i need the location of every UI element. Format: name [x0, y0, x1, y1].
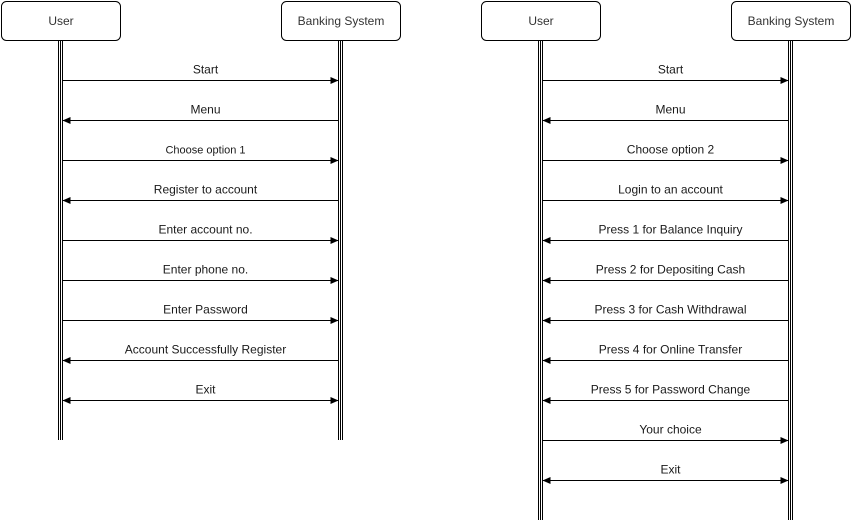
arrowhead-right	[780, 437, 789, 444]
message: Enter Password	[62, 303, 339, 324]
arrowhead-right	[780, 157, 789, 164]
message: Press 2 for Depositing Cash	[542, 263, 789, 284]
message-label: Menu	[655, 103, 685, 117]
message: Menu	[542, 103, 789, 124]
message: Account Successfully Register	[62, 343, 339, 364]
message-label: Press 3 for Cash Withdrawal	[594, 303, 746, 317]
arrowhead-right	[780, 197, 789, 204]
message-label: Press 1 for Balance Inquiry	[598, 223, 742, 237]
message: Your choice	[542, 423, 789, 444]
arrowhead-left	[542, 277, 551, 284]
message: Press 5 for Password Change	[542, 383, 789, 404]
message: Exit	[542, 463, 789, 484]
arrowhead-left	[542, 117, 551, 124]
arrowhead-left	[542, 357, 551, 364]
message-label: Account Successfully Register	[125, 343, 286, 357]
message-label: Login to an account	[618, 183, 723, 197]
message: Exit	[62, 383, 339, 404]
message-label: Press 2 for Depositing Cash	[596, 263, 745, 277]
message-label: Enter account no.	[158, 223, 252, 237]
message-label: Choose option 1	[165, 145, 245, 157]
message: Menu	[62, 103, 339, 124]
message-label: Exit	[195, 383, 216, 397]
arrowhead-right	[330, 157, 339, 164]
message-label: Enter Password	[163, 303, 248, 317]
message: Enter account no.	[62, 223, 339, 244]
message: Register to account	[62, 183, 339, 204]
message: Choose option 1	[62, 145, 339, 164]
actor-label-user: User	[48, 14, 73, 28]
arrowhead-left	[62, 357, 71, 364]
actor-box-user	[1, 1, 121, 41]
message: Start	[62, 63, 339, 84]
arrowhead-right	[330, 277, 339, 284]
arrowhead-right	[330, 77, 339, 84]
message-label: Menu	[190, 103, 220, 117]
arrowhead-left	[542, 477, 551, 484]
arrowhead-right	[330, 397, 339, 404]
message-label: Enter phone no.	[163, 263, 248, 277]
message: Enter phone no.	[62, 263, 339, 284]
message-label: Your choice	[639, 423, 702, 437]
arrowhead-right	[780, 77, 789, 84]
message: Press 4 for Online Transfer	[542, 343, 789, 364]
arrowhead-left	[542, 317, 551, 324]
actor-box-user	[481, 1, 601, 41]
message-label: Press 4 for Online Transfer	[599, 343, 742, 357]
actor-label-banking-system: Banking System	[748, 14, 835, 28]
message-label: Register to account	[154, 183, 258, 197]
arrowhead-right	[330, 317, 339, 324]
message: Start	[542, 63, 789, 84]
message: Login to an account	[542, 183, 789, 204]
arrowhead-left	[542, 397, 551, 404]
message-label: Choose option 2	[627, 143, 715, 157]
message: Press 3 for Cash Withdrawal	[542, 303, 789, 324]
message: Choose option 2	[542, 143, 789, 164]
actor-label-banking-system: Banking System	[298, 14, 385, 28]
actor-box-banking-system	[281, 1, 401, 41]
arrowhead-left	[542, 237, 551, 244]
message-label: Exit	[660, 463, 681, 477]
arrowhead-left	[62, 117, 71, 124]
arrowhead-right	[780, 477, 789, 484]
message-label: Start	[193, 63, 219, 77]
arrowhead-left	[62, 397, 71, 404]
arrowhead-right	[330, 237, 339, 244]
actor-label-user: User	[528, 14, 553, 28]
arrowhead-left	[62, 197, 71, 204]
message-label: Start	[658, 63, 684, 77]
message-label: Press 5 for Password Change	[591, 383, 751, 397]
message: Press 1 for Balance Inquiry	[542, 223, 789, 244]
